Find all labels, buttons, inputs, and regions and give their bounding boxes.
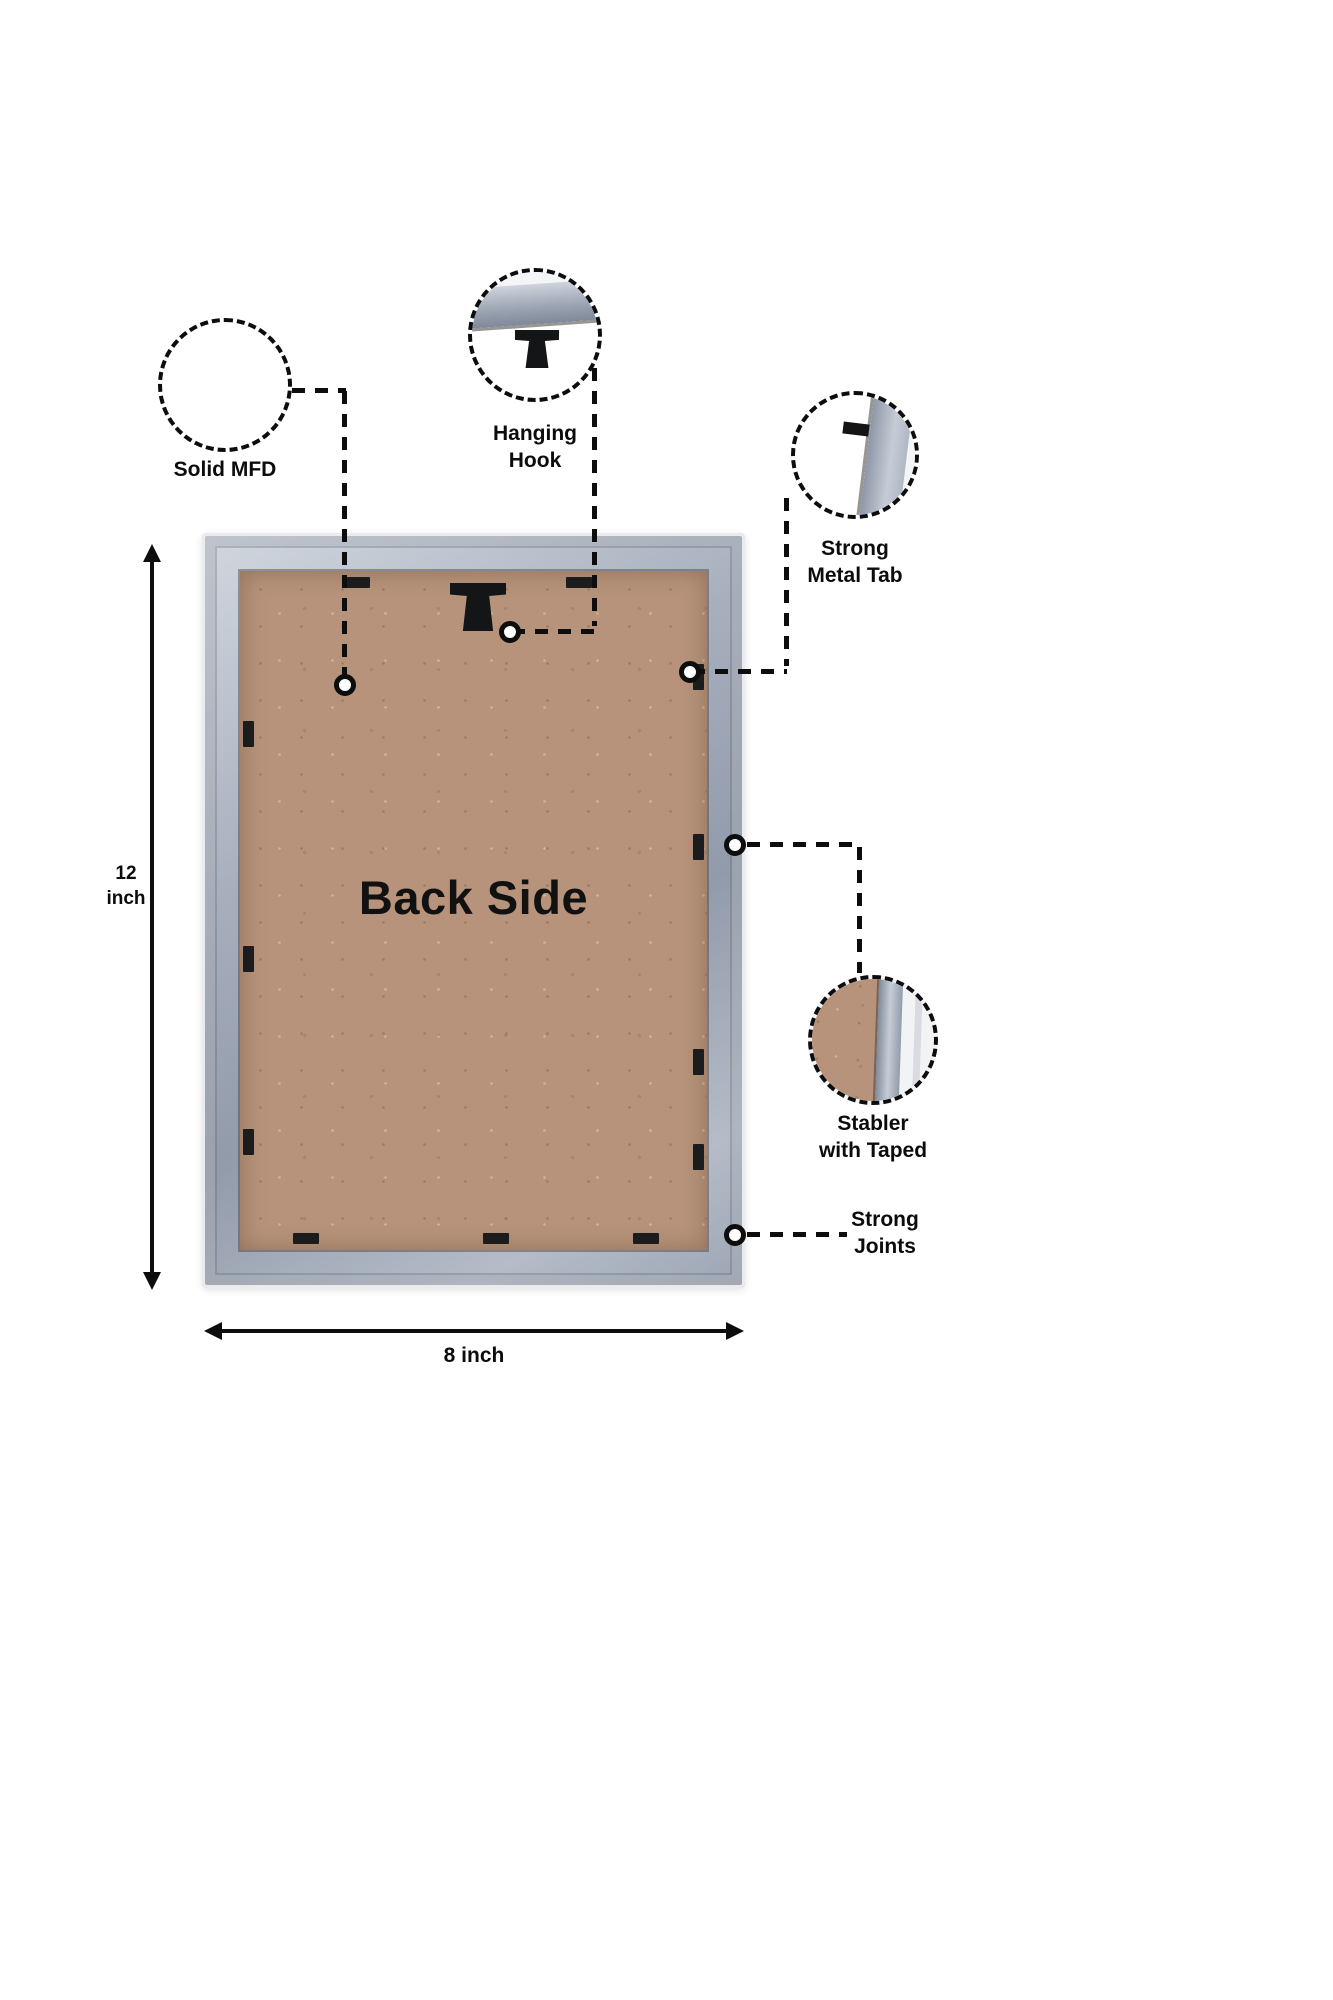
- callout-line: [747, 1232, 847, 1237]
- solid-mfd-detail-circle: [158, 318, 292, 452]
- callout-line: [784, 498, 789, 666]
- label-text: Joints: [854, 1235, 916, 1259]
- arrow-left-icon: [204, 1322, 222, 1340]
- callout-line: [512, 629, 596, 634]
- width-value: 8 inch: [443, 1344, 505, 1367]
- tape-stripe: [911, 979, 924, 1101]
- callout-line: [692, 669, 787, 674]
- mdf-edge: [812, 979, 883, 1101]
- label-text: Strong: [821, 537, 889, 560]
- mdf-backing: Back Side: [240, 571, 707, 1250]
- height-unit: inch: [106, 887, 146, 909]
- callout-line: [747, 842, 859, 847]
- metal-tab: [344, 577, 370, 588]
- hanging-hook-label: Hanging Hook: [455, 420, 615, 475]
- label-text: with Taped: [818, 1139, 928, 1163]
- callout-line: [292, 388, 346, 393]
- label-text: Strong: [851, 1208, 919, 1231]
- metal-tab: [566, 577, 592, 588]
- label-text: Metal Tab: [807, 564, 903, 588]
- metal-tab-detail-circle: [791, 391, 919, 519]
- connector-dot-icon: [334, 674, 356, 696]
- hanging-hook: [450, 583, 506, 631]
- stabler-with-taped-label: Stabler with Taped: [783, 1110, 963, 1165]
- metal-tab-icon: [842, 421, 870, 437]
- metal-tab: [693, 834, 704, 860]
- label-text: Stabler: [837, 1112, 909, 1135]
- hanging-hook-detail-circle: [468, 268, 602, 402]
- width-dimension-label: 8 inch: [399, 1342, 549, 1369]
- stabler-detail-circle: [808, 975, 938, 1105]
- metal-tab: [633, 1233, 659, 1244]
- width-dimension-line: [222, 1329, 726, 1333]
- callout-line: [857, 847, 862, 973]
- arrow-right-icon: [726, 1322, 744, 1340]
- metal-tab: [243, 1129, 254, 1155]
- height-value: 12: [115, 863, 137, 884]
- metal-tab: [243, 721, 254, 747]
- picture-frame-back: Back Side: [202, 533, 745, 1288]
- strong-metal-tab-label: Strong Metal Tab: [775, 535, 935, 590]
- label-text: Hook: [508, 449, 562, 473]
- hanging-hook-icon: [515, 330, 559, 368]
- connector-dot-icon: [499, 621, 521, 643]
- back-side-label: Back Side: [358, 870, 589, 924]
- metal-tab: [693, 1049, 704, 1075]
- callout-line: [592, 368, 597, 626]
- connector-dot-icon: [724, 834, 746, 856]
- label-text: Solid MFD: [173, 458, 277, 481]
- metal-tab: [693, 1144, 704, 1170]
- metal-tab: [243, 946, 254, 972]
- callout-line: [342, 391, 347, 679]
- label-text: Hanging: [493, 422, 577, 445]
- frame-edge: [874, 979, 904, 1101]
- arrow-up-icon: [143, 544, 161, 562]
- solid-mfd-label: Solid MFD: [140, 456, 310, 483]
- strong-joints-label: Strong Joints: [815, 1206, 955, 1261]
- arrow-down-icon: [143, 1272, 161, 1290]
- height-dimension-label: 12 inch: [92, 862, 160, 911]
- connector-dot-icon: [724, 1224, 746, 1246]
- connector-dot-icon: [679, 661, 701, 683]
- metal-tab: [293, 1233, 319, 1244]
- metal-tab: [483, 1233, 509, 1244]
- height-dimension-line: [150, 560, 154, 1274]
